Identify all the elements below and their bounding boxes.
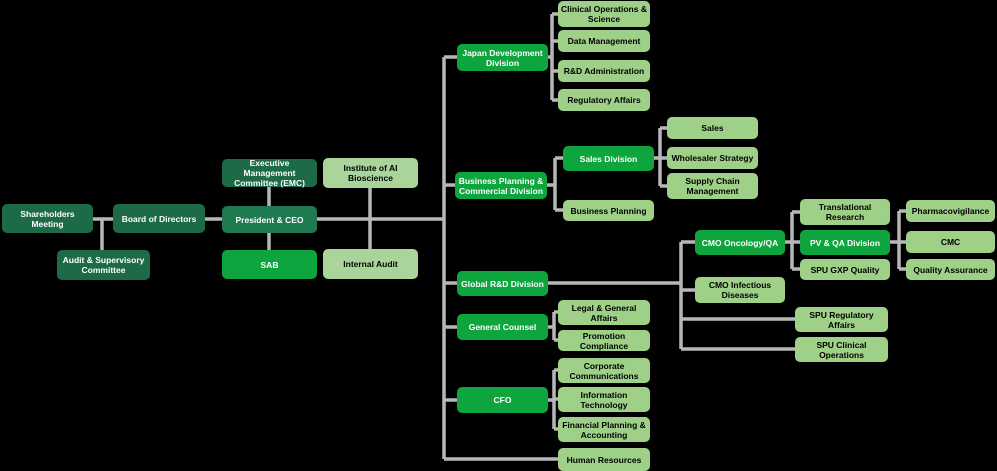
node-japan-development-division: Japan Development Division <box>457 44 548 71</box>
node-information-technology: Information Technology <box>558 387 650 412</box>
node-sales-division: Sales Division <box>563 146 654 171</box>
node-cmc: CMC <box>906 231 995 253</box>
node-business-planning: Business Planning <box>563 200 654 221</box>
node-legal-general-affairs: Legal & General Affairs <box>558 300 650 325</box>
node-pharmacovigilance: Pharmacovigilance <box>906 200 995 222</box>
node-spu-clinical-operations: SPU Clinical Operations <box>795 337 888 362</box>
node-audit-supervisory-committee: Audit & Supervisory Committee <box>57 250 150 280</box>
connector-line <box>785 210 800 271</box>
node-regulatory-affairs: Regulatory Affairs <box>558 89 650 111</box>
connector-line <box>548 12 558 102</box>
node-cfo: CFO <box>457 387 548 413</box>
node-translational-research: Translational Research <box>800 199 890 225</box>
node-corporate-communications: Corporate Communications <box>558 358 650 383</box>
node-wholesaler-strategy: Wholesaler Strategy <box>667 147 758 169</box>
node-global-rd-division: Global R&D Division <box>457 271 548 296</box>
connector-line <box>654 126 667 188</box>
node-clinical-operations-science: Clinical Operations & Science <box>558 1 650 27</box>
node-sab: SAB <box>222 250 317 279</box>
node-financial-planning-accounting: Financial Planning & Accounting <box>558 417 650 442</box>
node-board-of-directors: Board of Directors <box>113 204 205 233</box>
connector-line <box>890 209 906 271</box>
node-cmo-infectious-diseases: CMO Infectious Diseases <box>695 277 785 303</box>
node-business-planning-commercial-division: Business Planning & Commercial Division <box>455 172 547 199</box>
node-general-counsel: General Counsel <box>457 314 548 340</box>
connector-line <box>548 368 558 431</box>
node-president-ceo: President & CEO <box>222 206 317 233</box>
connector-line <box>548 310 558 342</box>
connector-line <box>548 240 795 351</box>
node-supply-chain-management: Supply Chain Management <box>667 173 758 199</box>
node-pv-qa-division: PV & QA Division <box>800 230 890 255</box>
node-rd-administration: R&D Administration <box>558 60 650 82</box>
node-internal-audit: Internal Audit <box>323 249 418 279</box>
node-human-resources: Human Resources <box>558 448 650 471</box>
node-sales: Sales <box>667 117 758 139</box>
node-shareholders-meeting: Shareholders Meeting <box>2 204 93 233</box>
node-spu-gxp-quality: SPU GXP Quality <box>800 259 890 280</box>
node-promotion-compliance: Promotion Compliance <box>558 330 650 351</box>
node-spu-regulatory-affairs: SPU Regulatory Affairs <box>795 307 888 332</box>
node-quality-assurance: Quality Assurance <box>906 259 995 280</box>
connector-line <box>547 156 563 212</box>
node-institute-of-ai-bioscience: Institute of AI Bioscience <box>323 158 418 188</box>
node-executive-management-committee: Executive Management Committee (EMC) <box>222 158 317 188</box>
node-cmo-oncology-qa: CMO Oncology/QA <box>695 230 785 255</box>
node-data-management: Data Management <box>558 30 650 52</box>
